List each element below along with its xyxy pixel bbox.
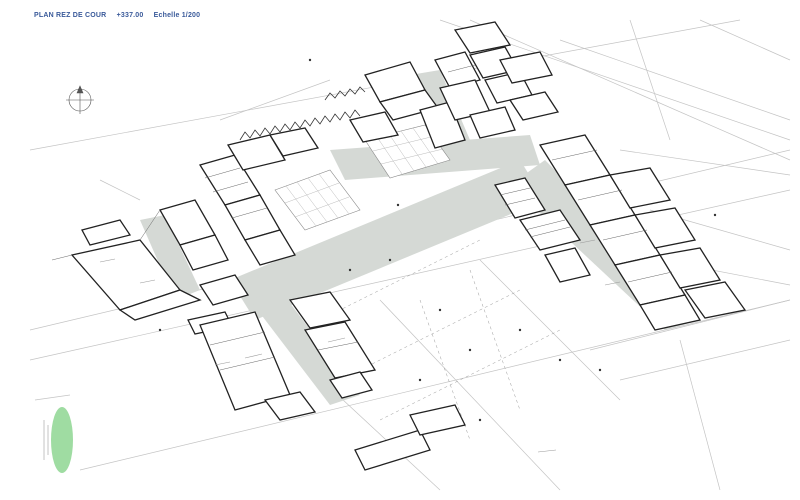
plan-level: +337.00 xyxy=(116,12,144,19)
green-oval-legend xyxy=(43,407,73,473)
column-markers xyxy=(158,58,717,422)
plan-name: PLAN REZ DE COUR xyxy=(34,12,107,19)
partition-lines xyxy=(51,64,673,371)
north-arrow-icon xyxy=(66,85,94,114)
room-label-marks xyxy=(99,239,621,453)
plan-title: PLAN REZ DE COUR +337.00 Echelle 1/200 xyxy=(34,12,208,19)
plan-scale: Echelle 1/200 xyxy=(153,12,201,19)
stair-elements xyxy=(239,86,366,141)
structural-grid-lines xyxy=(299,239,561,441)
courtyard-grids xyxy=(274,124,451,231)
